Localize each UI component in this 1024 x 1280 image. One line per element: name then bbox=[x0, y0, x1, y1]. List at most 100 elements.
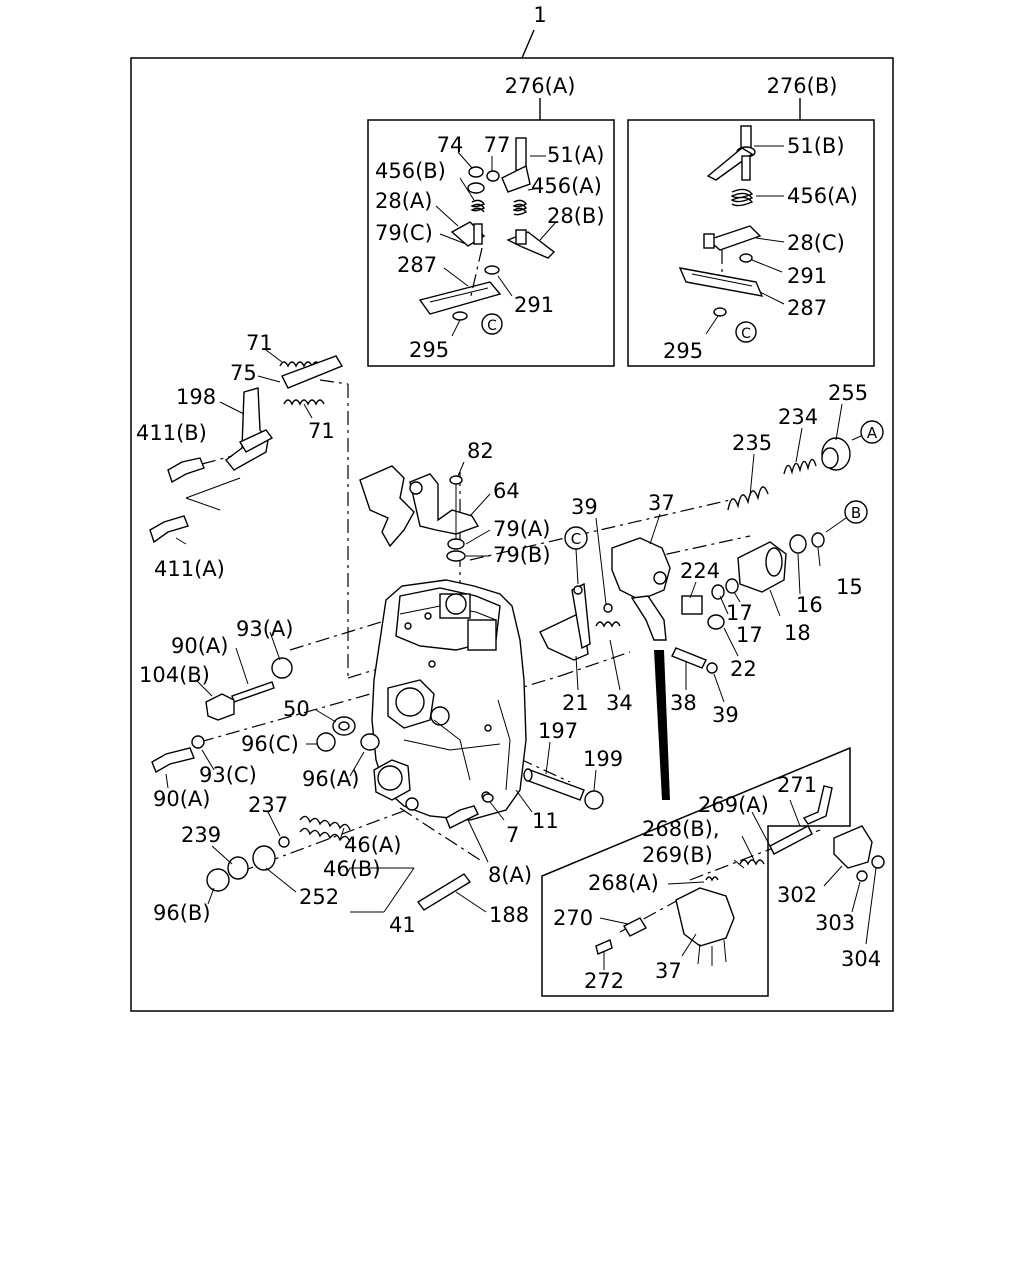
callout-64: 64 bbox=[493, 479, 520, 503]
callout-268b: 268(B), bbox=[642, 817, 720, 841]
inset-b-leaders bbox=[705, 145, 785, 335]
bracket-leaders bbox=[175, 349, 313, 545]
callout-22: 22 bbox=[730, 657, 757, 681]
callout-82: 82 bbox=[467, 439, 494, 463]
callout-41: 41 bbox=[389, 913, 416, 937]
svg-text:B: B bbox=[851, 504, 861, 522]
callout-18: 18 bbox=[784, 621, 811, 645]
callout-b-291: 291 bbox=[787, 264, 827, 288]
shaft-leaders bbox=[467, 741, 597, 863]
callout-34: 34 bbox=[606, 691, 633, 715]
svg-text:C: C bbox=[571, 530, 581, 548]
left-fittings bbox=[151, 657, 380, 774]
callout-234: 234 bbox=[778, 405, 818, 429]
callout-90a-top: 90(A) bbox=[171, 634, 228, 658]
callout-237: 237 bbox=[248, 793, 288, 817]
callout-304: 304 bbox=[841, 947, 881, 971]
callout-411a: 411(A) bbox=[154, 557, 225, 581]
shaft-parts bbox=[445, 768, 604, 829]
pump-housing bbox=[371, 579, 527, 821]
callout-270: 270 bbox=[553, 906, 593, 930]
inset-a-title: 276(A) bbox=[505, 74, 576, 98]
callout-96c: 96(C) bbox=[241, 732, 299, 756]
callout-21: 21 bbox=[562, 691, 589, 715]
callout-b-456a: 456(A) bbox=[787, 184, 858, 208]
callout-411b: 411(B) bbox=[136, 421, 207, 445]
callout-302: 302 bbox=[777, 883, 817, 907]
callout-188: 188 bbox=[489, 903, 529, 927]
svg-text:C: C bbox=[741, 326, 751, 342]
inset-a-parts bbox=[418, 137, 556, 321]
svg-text:C: C bbox=[487, 318, 497, 334]
callout-252: 252 bbox=[299, 885, 339, 909]
main-frame bbox=[130, 57, 894, 1012]
ref-mark-c-inset-b: C bbox=[735, 321, 757, 343]
callout-a-51a: 51(A) bbox=[547, 143, 604, 167]
callout-7: 7 bbox=[506, 823, 519, 847]
right-mechanism-leaders bbox=[575, 403, 843, 703]
callout-269b: 269(B) bbox=[642, 843, 713, 867]
callout-93a: 93(A) bbox=[236, 617, 293, 641]
callout-17-b: 17 bbox=[736, 623, 763, 647]
callout-11: 11 bbox=[532, 809, 559, 833]
callout-224: 224 bbox=[680, 559, 720, 583]
right-mechanism-parts bbox=[539, 437, 851, 800]
callout-79a: 79(A) bbox=[493, 517, 550, 541]
bottom-left-parts bbox=[206, 815, 472, 911]
callout-268a: 268(A) bbox=[588, 871, 659, 895]
main-leader bbox=[521, 29, 535, 59]
callout-71-bottom: 71 bbox=[308, 419, 335, 443]
callout-a-77: 77 bbox=[484, 133, 511, 157]
callout-46b: 46(B) bbox=[323, 857, 381, 881]
callout-272: 272 bbox=[584, 969, 624, 993]
callout-17-a: 17 bbox=[726, 601, 753, 625]
callout-39-bottom: 39 bbox=[712, 703, 739, 727]
callout-37-detail: 37 bbox=[655, 959, 682, 983]
callout-b-51b: 51(B) bbox=[787, 134, 845, 158]
callout-a-287: 287 bbox=[397, 253, 437, 277]
callout-96a: 96(A) bbox=[302, 767, 359, 791]
callout-199: 199 bbox=[583, 747, 623, 771]
ref-mark-a: A bbox=[851, 420, 884, 444]
detail-parts bbox=[595, 785, 885, 966]
callout-39-top: 39 bbox=[571, 495, 598, 519]
callout-239: 239 bbox=[181, 823, 221, 847]
bottom-left-leaders bbox=[207, 811, 487, 913]
callout-104b: 104(B) bbox=[139, 663, 210, 687]
callout-197: 197 bbox=[538, 719, 578, 743]
callout-a-456a: 456(A) bbox=[531, 174, 602, 198]
callout-16: 16 bbox=[796, 593, 823, 617]
callout-a-28b: 28(B) bbox=[547, 204, 605, 228]
callout-15: 15 bbox=[836, 575, 863, 599]
callout-38: 38 bbox=[670, 691, 697, 715]
callout-a-74: 74 bbox=[437, 133, 464, 157]
bracket-group bbox=[149, 355, 344, 544]
ref-mark-c-main: C bbox=[564, 526, 588, 585]
callout-50: 50 bbox=[283, 697, 310, 721]
callout-a-291: 291 bbox=[514, 293, 554, 317]
ref-mark-c-inset-a: C bbox=[481, 313, 503, 335]
left-fittings-leaders bbox=[165, 631, 365, 789]
callout-71-top: 71 bbox=[246, 331, 273, 355]
inset-b-frame bbox=[627, 119, 875, 367]
callout-198: 198 bbox=[176, 385, 216, 409]
callout-303: 303 bbox=[815, 911, 855, 935]
inset-a-frame bbox=[367, 119, 615, 367]
callout-37: 37 bbox=[648, 491, 675, 515]
inset-b-parts bbox=[678, 125, 764, 317]
inset-b-title: 276(B) bbox=[767, 74, 838, 98]
callout-8a: 8(A) bbox=[488, 863, 532, 887]
callout-a-28a: 28(A) bbox=[375, 189, 432, 213]
callout-79b: 79(B) bbox=[493, 543, 551, 567]
callout-90a-bottom: 90(A) bbox=[153, 787, 210, 811]
callout-75: 75 bbox=[230, 361, 257, 385]
callout-96b: 96(B) bbox=[153, 901, 211, 925]
callout-b-295: 295 bbox=[663, 339, 703, 363]
callout-a-295: 295 bbox=[409, 338, 449, 362]
callout-46a: 46(A) bbox=[344, 833, 401, 857]
main-assembly-label: 1 bbox=[533, 3, 546, 27]
callout-255: 255 bbox=[828, 381, 868, 405]
callout-235: 235 bbox=[732, 431, 772, 455]
ref-mark-b: B bbox=[825, 500, 868, 533]
